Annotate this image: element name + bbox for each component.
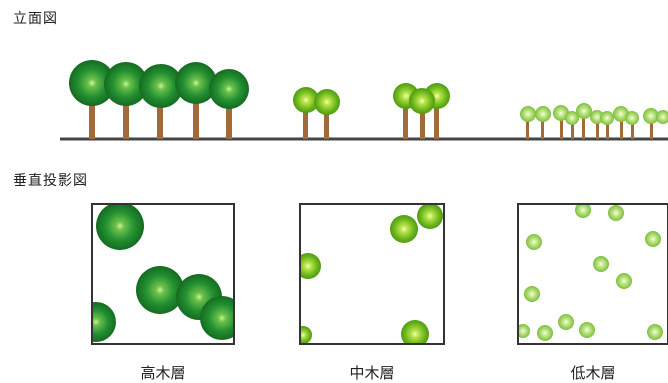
tree-trunk — [631, 122, 634, 139]
mid-trees-elevation-1 — [293, 87, 340, 139]
tall-layer-label: 高木層 — [140, 364, 186, 382]
tree-canopy-plan — [300, 253, 321, 279]
tree-canopy — [139, 64, 183, 108]
tree-trunk — [526, 118, 529, 139]
tree-canopy — [104, 62, 148, 106]
shrub-canopy-plan — [645, 231, 661, 247]
shrub-canopy-plan — [524, 286, 540, 302]
shrub-canopy — [535, 106, 551, 122]
shrub-canopy-plan — [608, 205, 624, 221]
tree-trunk — [434, 104, 439, 139]
plan-title: 垂直投影図 — [13, 173, 88, 189]
tree-trunk — [541, 118, 544, 139]
shrub-canopy-plan — [518, 324, 530, 338]
tree-canopy-plan — [401, 320, 429, 344]
tree-canopy — [293, 87, 319, 113]
tree-canopy — [314, 89, 340, 115]
tree-trunk — [582, 116, 585, 139]
mid-layer-label: 中木層 — [349, 364, 395, 382]
tree-canopy-plan — [92, 302, 116, 342]
tree-trunk — [650, 120, 653, 139]
tree-canopy-plan — [136, 266, 184, 314]
shrub-canopy — [656, 110, 668, 124]
shrub-canopy-plan — [593, 256, 609, 272]
tree-canopy — [209, 69, 249, 109]
tree-trunk — [193, 100, 199, 139]
tree-trunk — [123, 100, 129, 139]
tall-plan-box — [91, 203, 235, 345]
shrub-canopy — [553, 105, 569, 121]
shrub-canopy-plan — [558, 314, 574, 330]
tree-trunk — [420, 108, 425, 139]
shrub-canopy-plan — [537, 325, 553, 341]
tree-trunk — [226, 100, 232, 139]
tree-trunk — [571, 122, 574, 139]
tree-canopy — [69, 60, 115, 106]
elevation-title: 立面図 — [13, 11, 58, 27]
low-layer-label: 低木層 — [570, 364, 616, 382]
tree-trunk — [303, 108, 308, 139]
shrub-canopy-plan — [647, 324, 663, 340]
shrub-canopy — [643, 108, 659, 124]
shrub-canopy — [520, 106, 536, 122]
tree-canopy-plan — [200, 296, 234, 340]
tree-canopy — [409, 88, 435, 114]
low-plan-box — [517, 203, 668, 345]
shrub-canopy-plan — [575, 204, 591, 218]
shrub-canopy — [600, 111, 614, 125]
tree-canopy-plan — [417, 204, 443, 229]
tall-trees-elevation — [69, 60, 249, 139]
mid-trees-elevation-2 — [393, 83, 450, 139]
tree-canopy-plan — [96, 204, 144, 250]
shrub-canopy-plan — [579, 322, 595, 338]
tree-trunk — [620, 118, 623, 139]
shrub-canopy-plan — [526, 234, 542, 250]
shrub-canopy — [625, 111, 639, 125]
tree-canopy-plan — [300, 326, 312, 344]
tree-trunk — [403, 104, 408, 139]
tree-canopy-plan — [390, 215, 418, 243]
tree-trunk — [560, 118, 563, 139]
tree-trunk — [324, 108, 329, 139]
shrub-canopy — [565, 111, 579, 125]
mid-plan-box — [299, 203, 445, 345]
shrub-canopy-plan — [616, 273, 632, 289]
tree-trunk — [89, 100, 95, 139]
shrub-canopy — [576, 103, 592, 119]
tree-trunk — [606, 122, 609, 139]
tree-canopy — [175, 62, 217, 104]
tree-trunk — [157, 100, 163, 139]
low-shrubs-elevation — [520, 103, 668, 139]
tree-trunk — [596, 122, 599, 139]
